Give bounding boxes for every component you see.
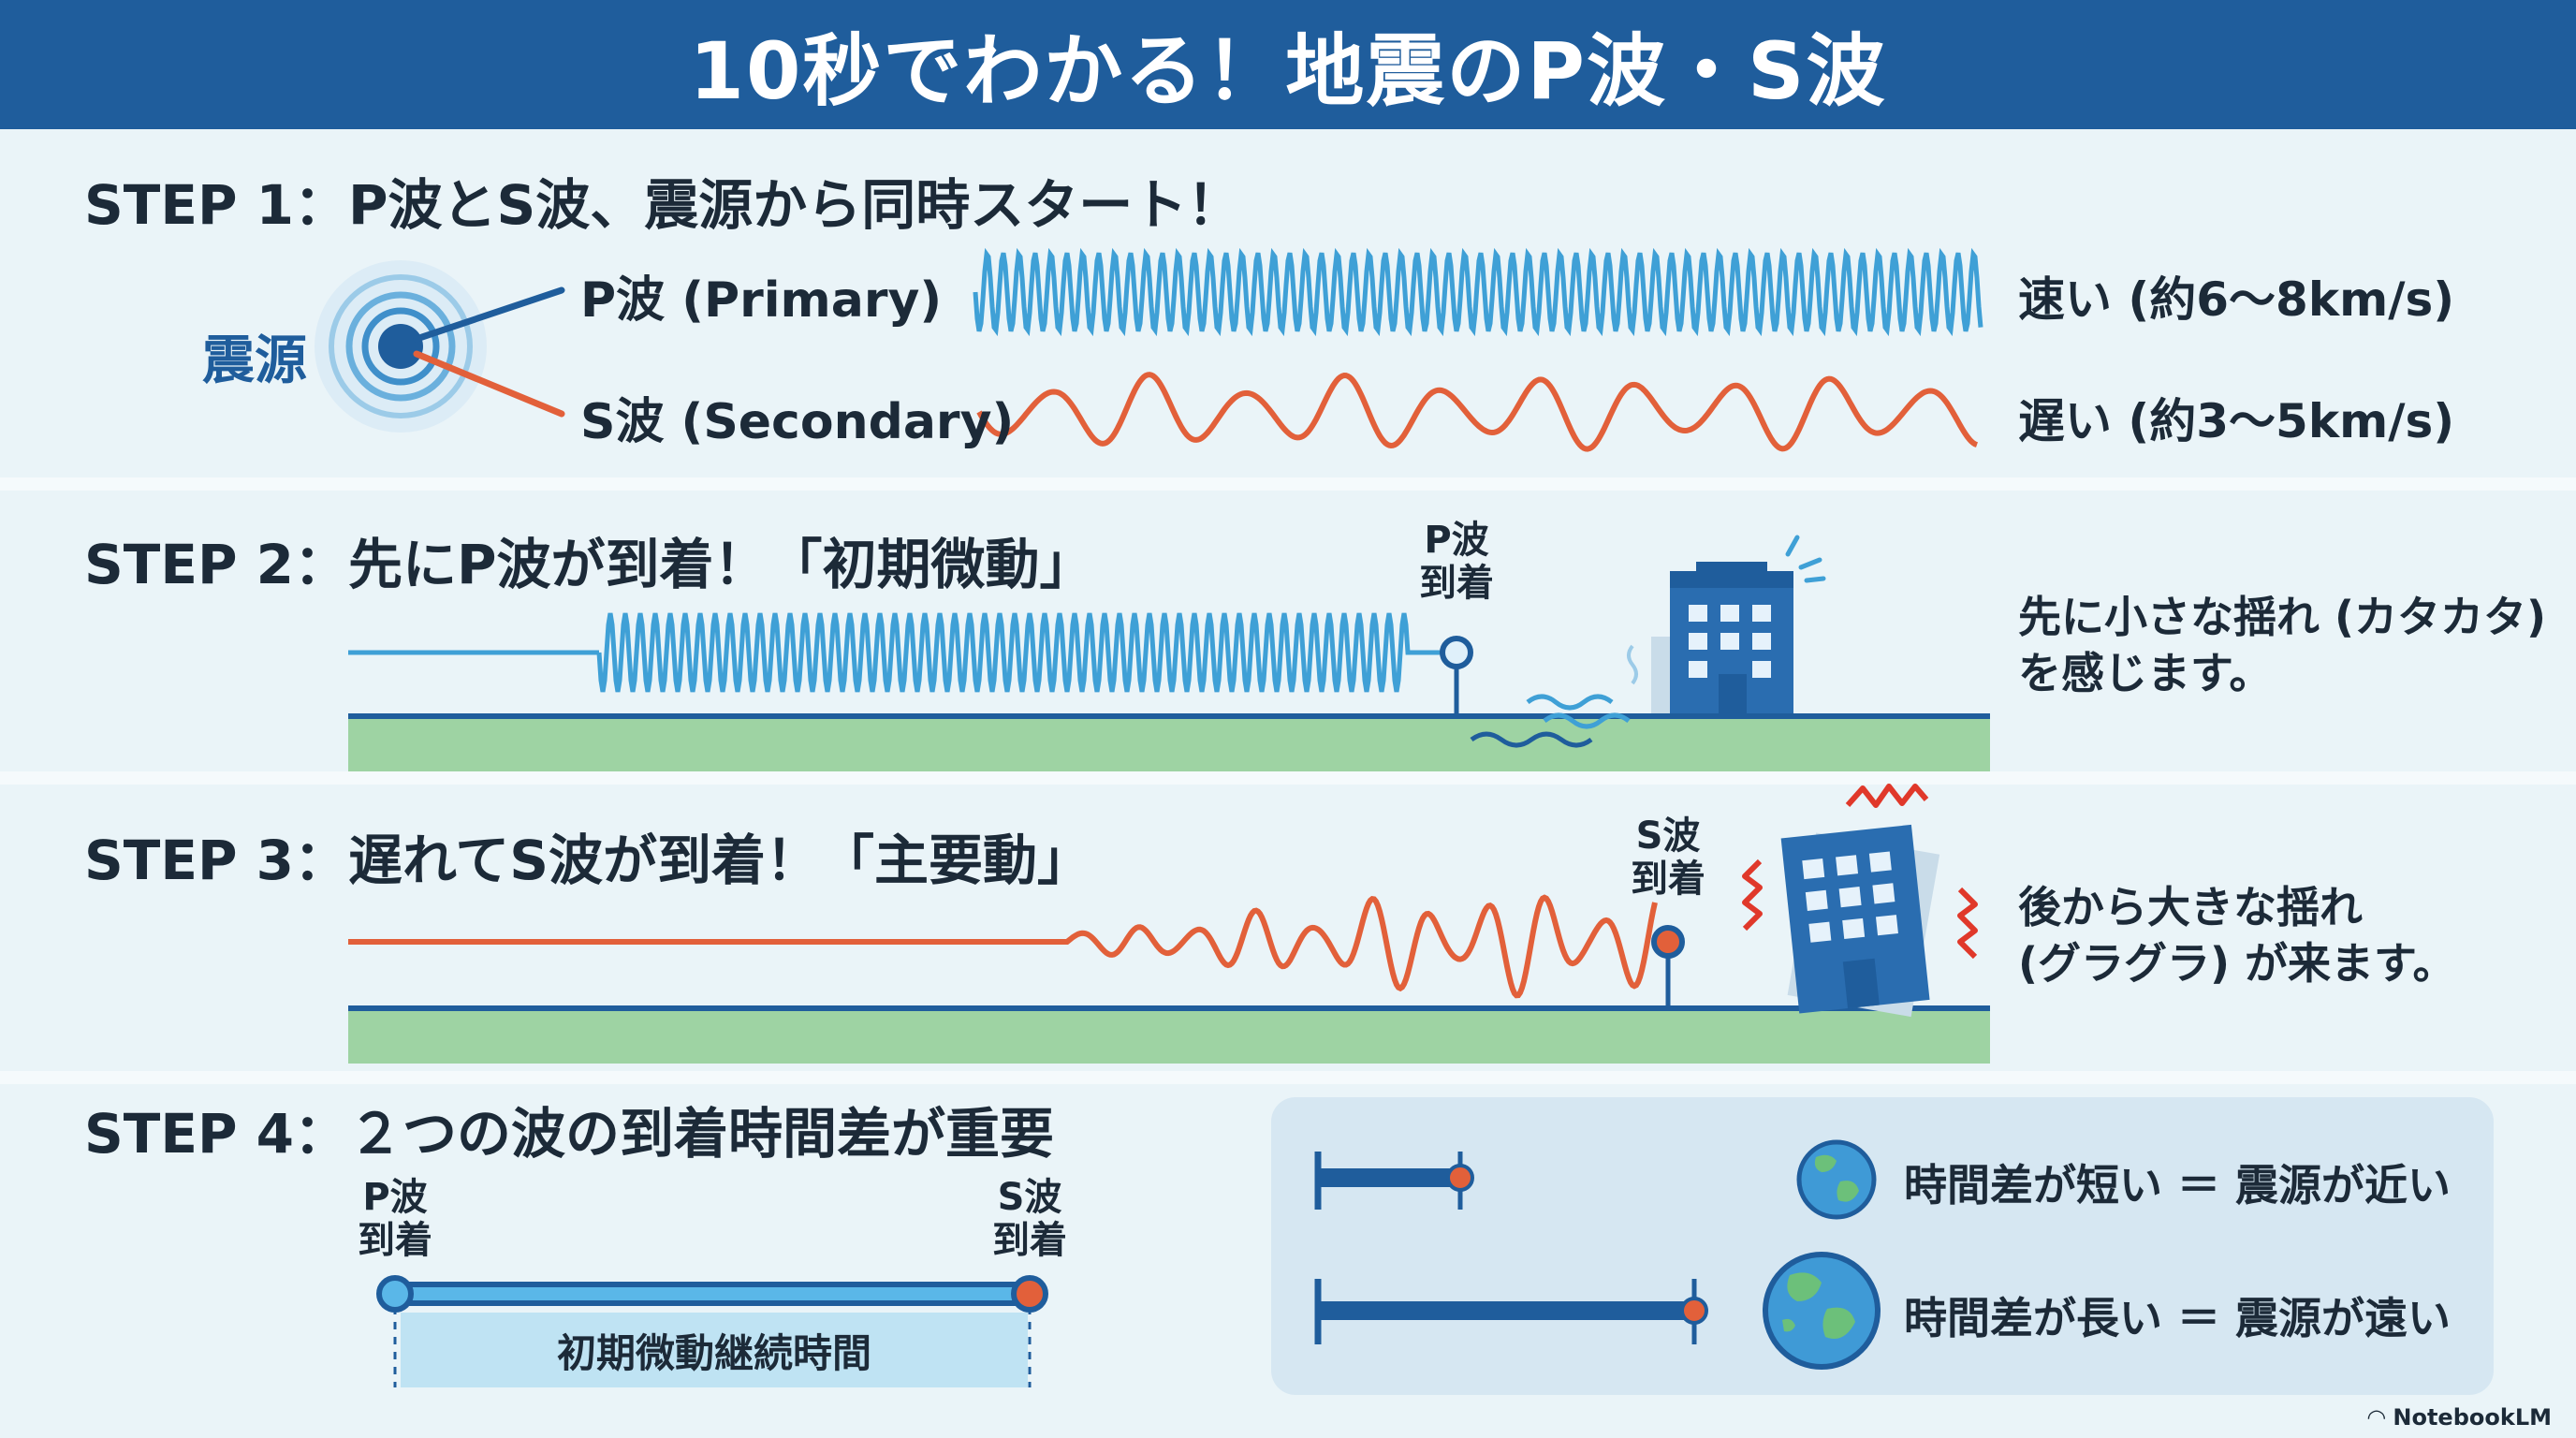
step2-desc-line2: を感じます。 xyxy=(2018,647,2273,698)
p-wave-label: P波 (Primary) xyxy=(580,272,943,329)
s-arrival-label: S波 到着 xyxy=(1629,814,1707,901)
comparison-box xyxy=(1271,1097,2494,1395)
epicenter-icon xyxy=(315,260,487,433)
p-speed-label: 速い (約6〜8km/s) xyxy=(2018,272,2455,327)
p-arrival-label: P波 到着 xyxy=(1417,519,1496,605)
step2-desc-line1: 先に小さな揺れ (カタカタ) xyxy=(2018,592,2547,642)
step2-title: STEP 2：先にP波が到着！「初期微動」 xyxy=(84,533,1094,596)
duration-label: 初期微動継続時間 xyxy=(556,1329,871,1376)
step3-desc-line2: (グラグラ) が来ます。 xyxy=(2018,937,2456,989)
long-gap-bar xyxy=(1314,1279,1708,1344)
step3-description: 後から大きな揺れ (グラグラ) が来ます。 xyxy=(2018,880,2455,992)
s-wave-step1 xyxy=(976,372,1978,452)
shaking-building-icon xyxy=(1742,784,1978,1018)
step3-title: STEP 3：遅れてS波が到着！「主要動」 xyxy=(84,829,1092,892)
p-arrival-line1: P波 xyxy=(1424,519,1489,562)
p-connector xyxy=(413,286,565,343)
s-speed-label: 遅い (約3〜5km/s) xyxy=(2018,394,2455,448)
epicenter-label: 震源 xyxy=(202,330,307,391)
step4-s-arrival-label: S波 到着 xyxy=(990,1176,1069,1262)
step4-title: STEP 4：２つの波の到着時間差が重要 xyxy=(84,1102,1055,1166)
divider xyxy=(0,1071,2576,1084)
long-gap-text: 時間差が長い ＝ 震源が遠い xyxy=(1904,1293,2452,1343)
divider xyxy=(0,771,2576,785)
p-arrival-line2: 到着 xyxy=(1419,562,1494,605)
footer-brand: ◠ NotebookLM xyxy=(2367,1404,2552,1431)
step4-p-line1: P波 xyxy=(362,1176,428,1219)
s-arrival-line1: S波 xyxy=(1635,814,1701,858)
step4-p-line2: 到着 xyxy=(358,1219,432,1262)
step4-s-line2: 到着 xyxy=(992,1219,1067,1262)
step2-description: 先に小さな揺れ (カタカタ) を感じます。 xyxy=(2018,590,2546,702)
ground-step3 xyxy=(348,1005,1990,1064)
p-wave-step2 xyxy=(596,612,1442,693)
building-icon xyxy=(1627,535,1826,713)
page-title: 10秒でわかる！地震のP波・S波 xyxy=(689,24,1887,117)
duration-timeline xyxy=(376,1275,1048,1387)
globe-small-icon xyxy=(1796,1139,1877,1220)
short-gap-bar xyxy=(1314,1152,1474,1210)
footer-label: NotebookLM xyxy=(2393,1404,2552,1431)
title-bar: 10秒でわかる！地震のP波・S波 xyxy=(0,0,2576,129)
step1-title: STEP 1：P波とS波、震源から同時スタート！ xyxy=(84,173,1242,237)
ground-step2 xyxy=(348,713,1990,771)
step4-s-line1: S波 xyxy=(997,1176,1062,1219)
s-connector xyxy=(413,350,565,418)
divider xyxy=(0,477,2576,491)
ground-ripple-icon xyxy=(1470,694,1631,748)
duration-box: 初期微動継続時間 xyxy=(401,1313,1028,1387)
s-wave-step3 xyxy=(348,894,1658,999)
p-arrival-marker xyxy=(1440,636,1473,669)
p-wave-step1 xyxy=(973,247,1983,337)
step3-desc-line1: 後から大きな揺れ xyxy=(2018,882,2363,932)
globe-large-icon xyxy=(1763,1252,1881,1370)
short-gap-text: 時間差が短い ＝ 震源が近い xyxy=(1904,1160,2452,1211)
s-wave-label: S波 (Secondary) xyxy=(580,394,1015,450)
s-arrival-line2: 到着 xyxy=(1631,858,1705,901)
s-arrival-marker xyxy=(1651,925,1685,959)
step4-p-arrival-label: P波 到着 xyxy=(356,1176,434,1262)
